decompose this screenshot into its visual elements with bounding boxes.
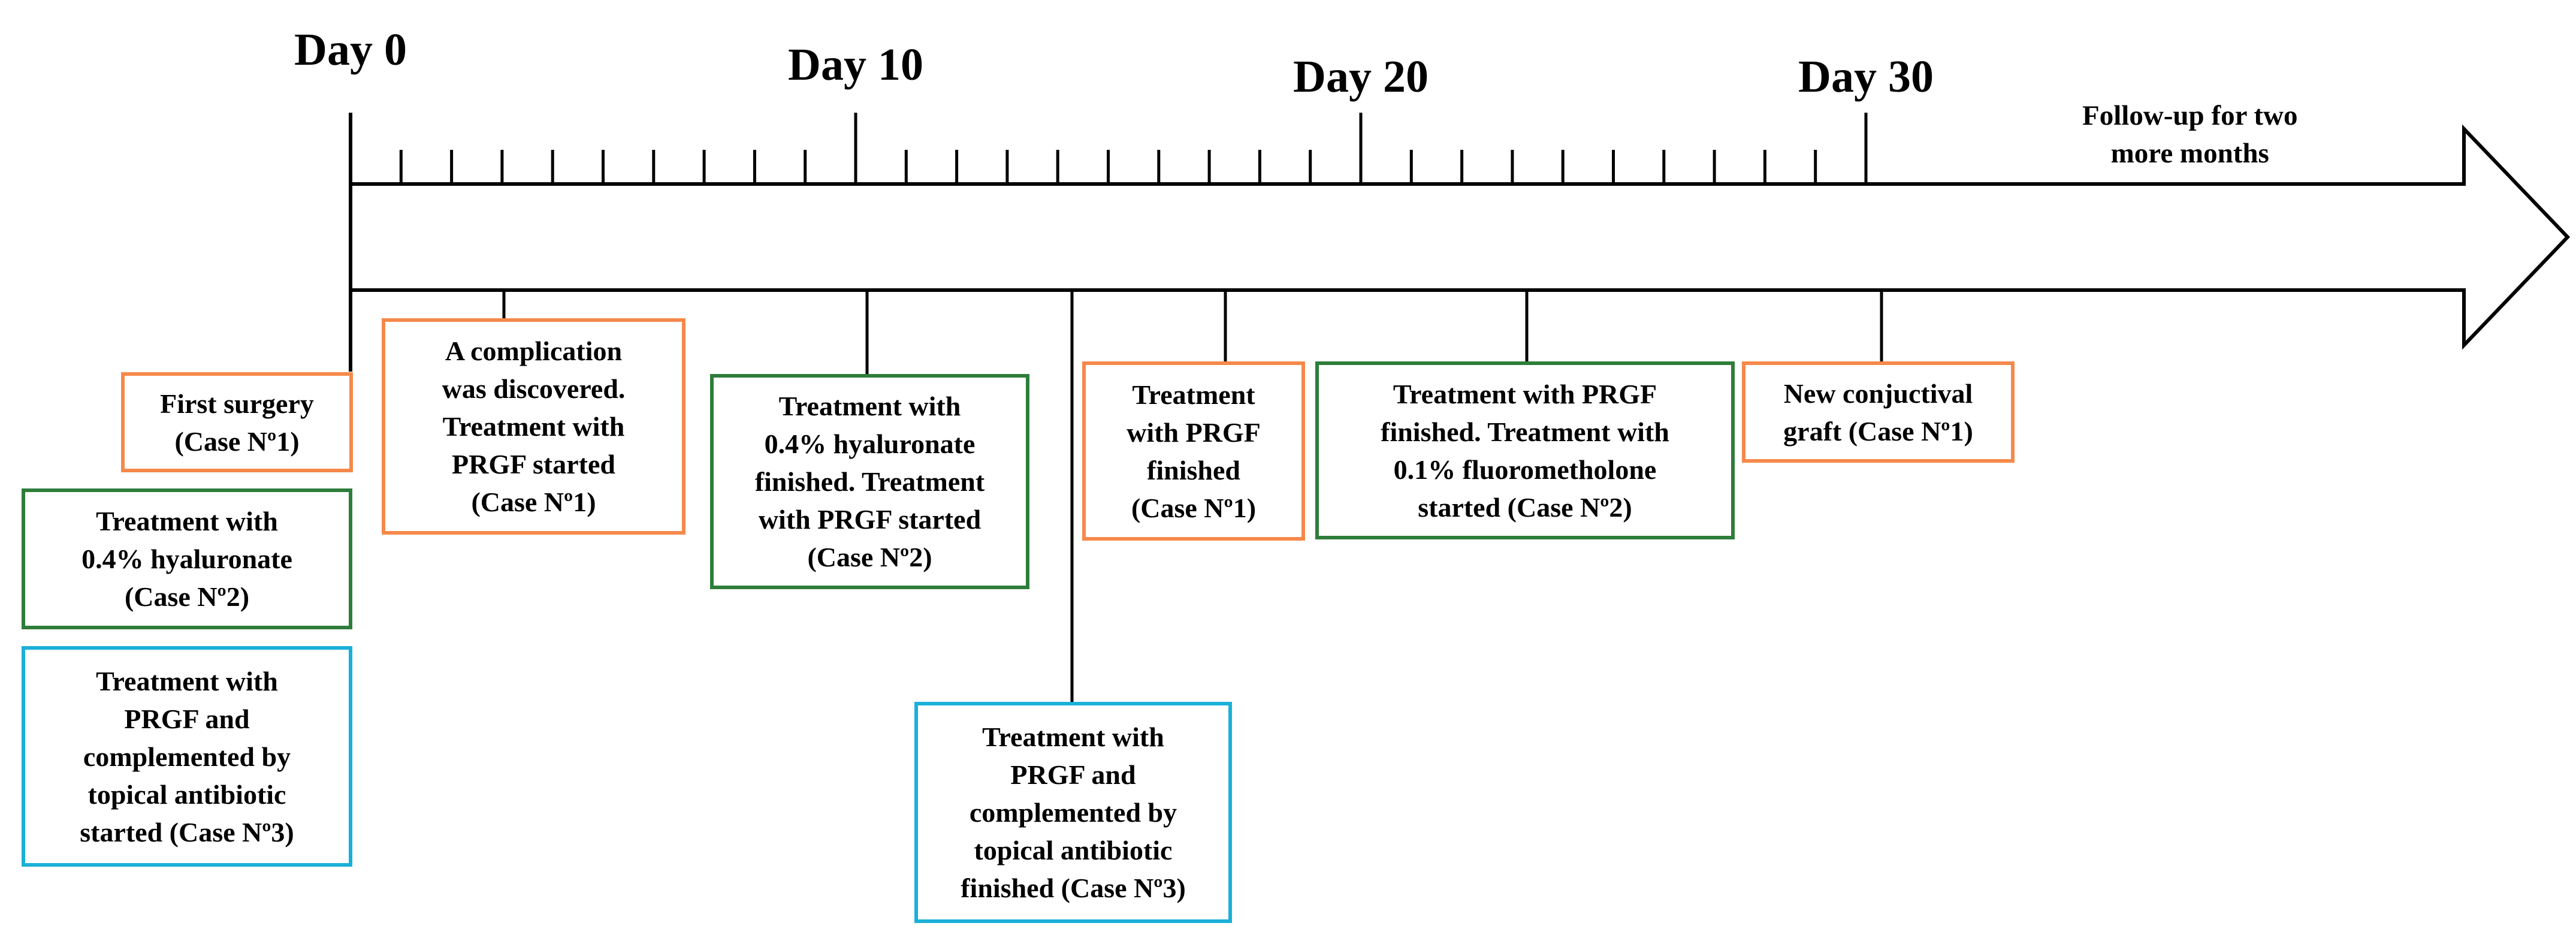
event-first-surgery: First surgery (Case Nº1) — [121, 372, 353, 472]
event-hyaluronate-finished: Treatment with 0.4% hyaluronate finished… — [710, 374, 1029, 589]
event-prgf-finished-fluoro: Treatment with PRGF finished. Treatment … — [1315, 361, 1735, 539]
event-connectors — [502, 290, 1883, 702]
event-new-graft: New conjuctival graft (Case Nº1) — [1742, 361, 2015, 463]
event-prgf-finished-case1: Treatment with PRGF finished (Case Nº1) — [1082, 361, 1305, 541]
event-complication: A complication was discovered. Treatment… — [382, 318, 685, 535]
day-label-0: Day 0 — [294, 25, 407, 75]
day-label-20: Day 20 — [1293, 52, 1429, 102]
day-ticks — [399, 113, 1868, 184]
event-hyaluronate-start: Treatment with 0.4% hyaluronate (Case Nº… — [22, 488, 352, 629]
event-prgf-antibiotic-start: Treatment with PRGF and complemented by … — [22, 646, 352, 867]
followup-label: Follow-up for two more months — [2082, 100, 2298, 169]
day-label-30: Day 30 — [1798, 52, 1934, 102]
day-label-10: Day 10 — [788, 40, 923, 90]
event-prgf-antibiotic-finished: Treatment with PRGF and complemented by … — [914, 702, 1232, 923]
timeline-arrow — [349, 124, 2571, 350]
